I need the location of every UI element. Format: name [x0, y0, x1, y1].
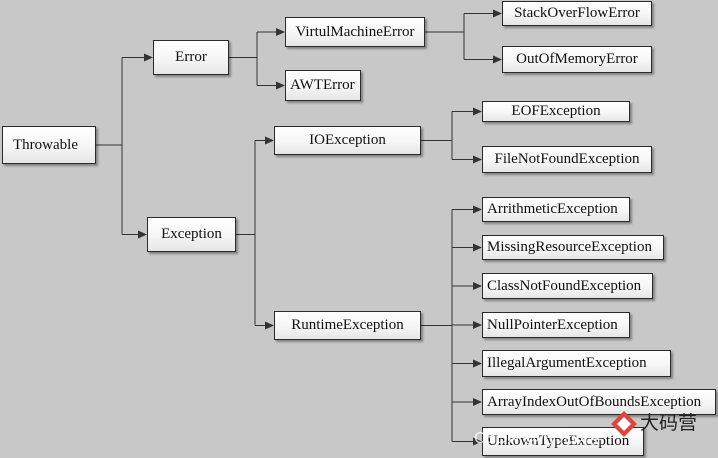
brand-logo: 大码营: [610, 404, 706, 448]
node-missing-resource-exception: MissingResourceException: [482, 235, 664, 260]
node-virtual-machine-error: VirtulMachineError: [285, 17, 425, 47]
node-array-index-out-of-bounds-exception: ArrayIndexOutOfBoundsException: [482, 389, 716, 415]
node-stack-overflow-error: StackOverFlowError: [502, 1, 652, 26]
node-file-not-found-exception: FileNotFoundException: [482, 146, 652, 173]
node-throwable: Throwable: [2, 126, 96, 164]
node-illegal-argument-exception: IllegalArgumentException: [482, 350, 671, 377]
node-io-exception: IOException: [274, 126, 421, 155]
node-exception: Exception: [147, 217, 236, 252]
node-out-of-memory-error: OutOfMemoryError: [502, 46, 652, 73]
logo-text: 大码营: [640, 412, 698, 434]
node-awt-error: AWTError: [285, 70, 361, 101]
node-class-not-found-exception: ClassNotFoundException: [482, 273, 653, 299]
node-runtime-exception: RuntimeException: [274, 311, 421, 340]
node-error: Error: [153, 40, 229, 75]
node-unknown-type-exception: UnkownTypeException: [482, 427, 644, 456]
node-arithmetic-exception: ArrithmeticException: [482, 197, 630, 222]
node-eof-exception: EOFException: [482, 101, 630, 122]
watermark-text: CSDN @心光同学: [474, 430, 605, 447]
logo-mark-icon: [611, 411, 637, 437]
node-null-pointer-exception: NullPointerException: [482, 312, 630, 338]
